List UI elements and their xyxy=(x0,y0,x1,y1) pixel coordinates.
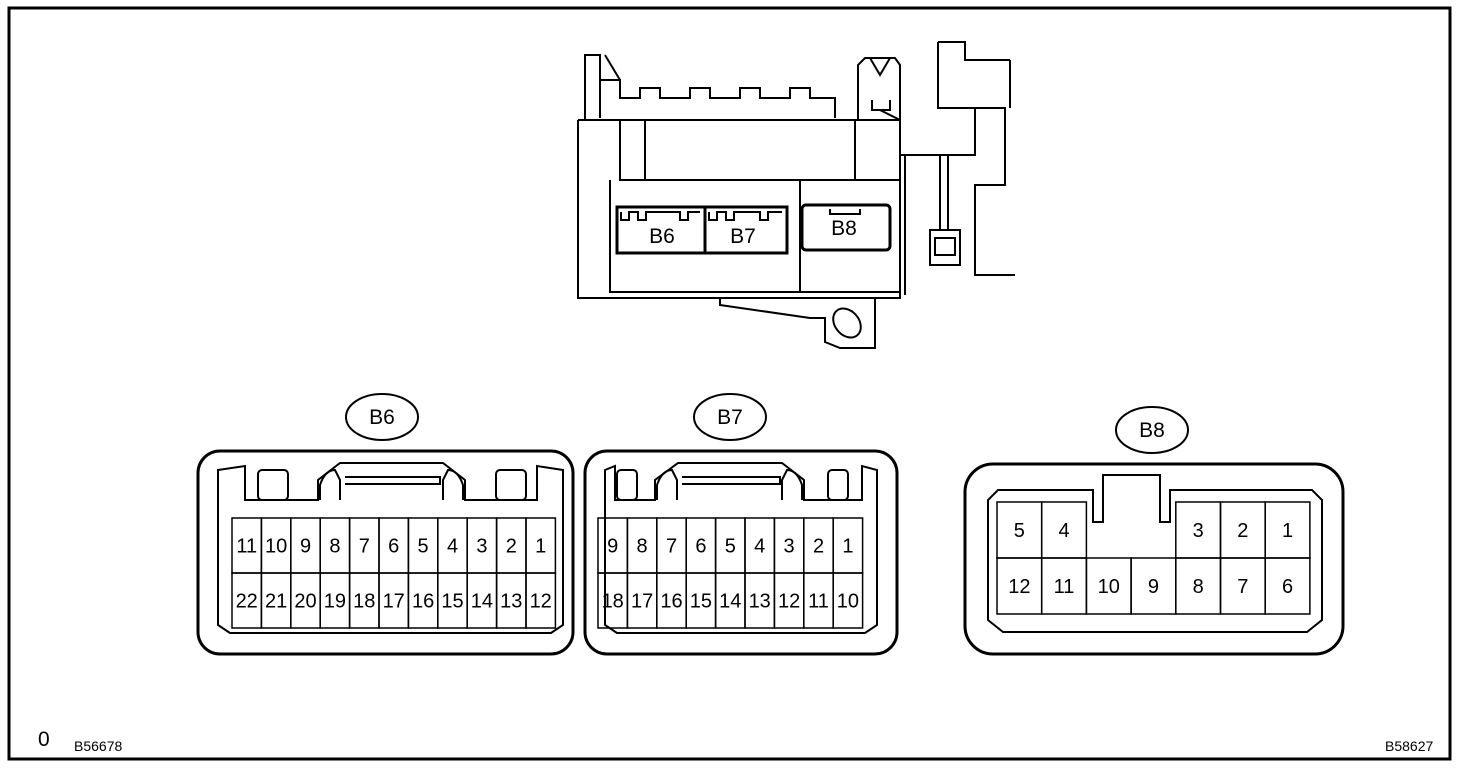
connector-b7-callout xyxy=(693,393,767,441)
connector-b8-inner-shell xyxy=(987,474,1323,633)
pin-number: 4 xyxy=(1058,520,1069,542)
connector-b8-title: B8 xyxy=(1139,419,1165,442)
connector-b8: B8 5 4 3 2 1 12 11 10 9 8 7 6 xyxy=(963,406,1345,656)
pin-number: 6 xyxy=(1282,576,1293,598)
pin-number: 3 xyxy=(1193,520,1204,542)
pin-number: 9 xyxy=(607,536,618,558)
pin-number: 18 xyxy=(353,591,375,613)
figure-code-right: B58627 xyxy=(1385,738,1434,754)
pin-number: 5 xyxy=(1014,520,1025,542)
pin-number: 2 xyxy=(813,536,824,558)
pin-number: 2 xyxy=(506,536,517,558)
connector-b6-lock-slot-left xyxy=(257,469,289,501)
figure-index: 0 xyxy=(38,728,50,751)
pin-number: 12 xyxy=(1008,576,1030,598)
pin-cell xyxy=(832,572,864,629)
pin-number: 7 xyxy=(666,536,677,558)
pin-cell xyxy=(1264,557,1311,615)
pin-number: 11 xyxy=(808,591,829,613)
pin-number: 15 xyxy=(441,591,463,613)
connector-b6-title: B6 xyxy=(369,406,395,429)
pin-number: 9 xyxy=(1148,576,1159,598)
pin-number: 16 xyxy=(412,591,434,613)
pin-number: 10 xyxy=(1098,576,1120,598)
pin-number: 7 xyxy=(359,536,370,558)
pin-number: 1 xyxy=(535,536,546,558)
pin-number: 3 xyxy=(476,536,487,558)
pin-number: 5 xyxy=(418,536,429,558)
pin-cell xyxy=(525,572,557,629)
outer-frame xyxy=(7,6,1452,761)
pin-number: 10 xyxy=(837,591,859,613)
pin-number: 12 xyxy=(778,591,800,613)
figure-code-left: B56678 xyxy=(74,738,123,754)
pin-number: 11 xyxy=(1054,576,1075,598)
housing-label-b7: B7 xyxy=(730,225,756,248)
pin-number: 14 xyxy=(471,591,493,613)
pin-number: 2 xyxy=(1237,520,1248,542)
pin-number: 4 xyxy=(447,536,458,558)
pin-number: 6 xyxy=(695,536,706,558)
connector-b7-lock-slot-left xyxy=(616,469,638,501)
pin-number: 3 xyxy=(784,536,795,558)
pin-number: 5 xyxy=(725,536,736,558)
pin-number: 8 xyxy=(1193,576,1204,598)
pin-number: 8 xyxy=(329,536,340,558)
connector-b7-outer-shell xyxy=(583,449,899,656)
housing-label-b6: B6 xyxy=(649,225,675,248)
pin-number: 13 xyxy=(749,591,771,613)
connector-b8-outer-shell xyxy=(963,462,1345,656)
pin-number: 14 xyxy=(719,591,741,613)
pin-number: 12 xyxy=(530,591,552,613)
housing-socket-b8 xyxy=(800,203,892,252)
pin-number: 8 xyxy=(637,536,648,558)
connector-b6-lock-slot-right xyxy=(495,469,527,501)
housing-socket-b6-b7 xyxy=(615,205,789,255)
connector-b8-callout xyxy=(1115,406,1189,454)
pin-number: 7 xyxy=(1237,576,1248,598)
pin-number: 17 xyxy=(383,591,405,613)
pin-number: 16 xyxy=(660,591,682,613)
connector-b7-inner-shell xyxy=(604,462,878,634)
pin-number: 19 xyxy=(324,591,346,613)
connector-b8-pin-grid: 5 4 3 2 1 12 11 10 9 8 7 6 xyxy=(996,501,1311,615)
pin-number: 6 xyxy=(388,536,399,558)
pin-number: 11 xyxy=(236,536,257,558)
component-housing xyxy=(577,41,1015,349)
connector-b7-title: B7 xyxy=(717,406,743,429)
pin-number: 1 xyxy=(1282,520,1293,542)
pin-number: 17 xyxy=(631,591,653,613)
connector-b6-outer-shell xyxy=(196,449,575,656)
pin-number: 13 xyxy=(500,591,522,613)
pin-number: 9 xyxy=(300,536,311,558)
housing-label-b8: B8 xyxy=(831,217,857,240)
pin-number: 4 xyxy=(754,536,765,558)
pin-number: 18 xyxy=(602,591,624,613)
pin-number: 15 xyxy=(690,591,712,613)
pin-number: 20 xyxy=(294,591,316,613)
connector-b6-inner-shell xyxy=(217,462,564,634)
pin-number: 10 xyxy=(265,536,287,558)
connector-b7-lock-slot-right xyxy=(827,469,849,501)
pin-number: 22 xyxy=(236,591,258,613)
pin-number: 21 xyxy=(265,591,287,613)
connector-b6-callout xyxy=(345,393,419,441)
pin-number: 1 xyxy=(842,536,853,558)
